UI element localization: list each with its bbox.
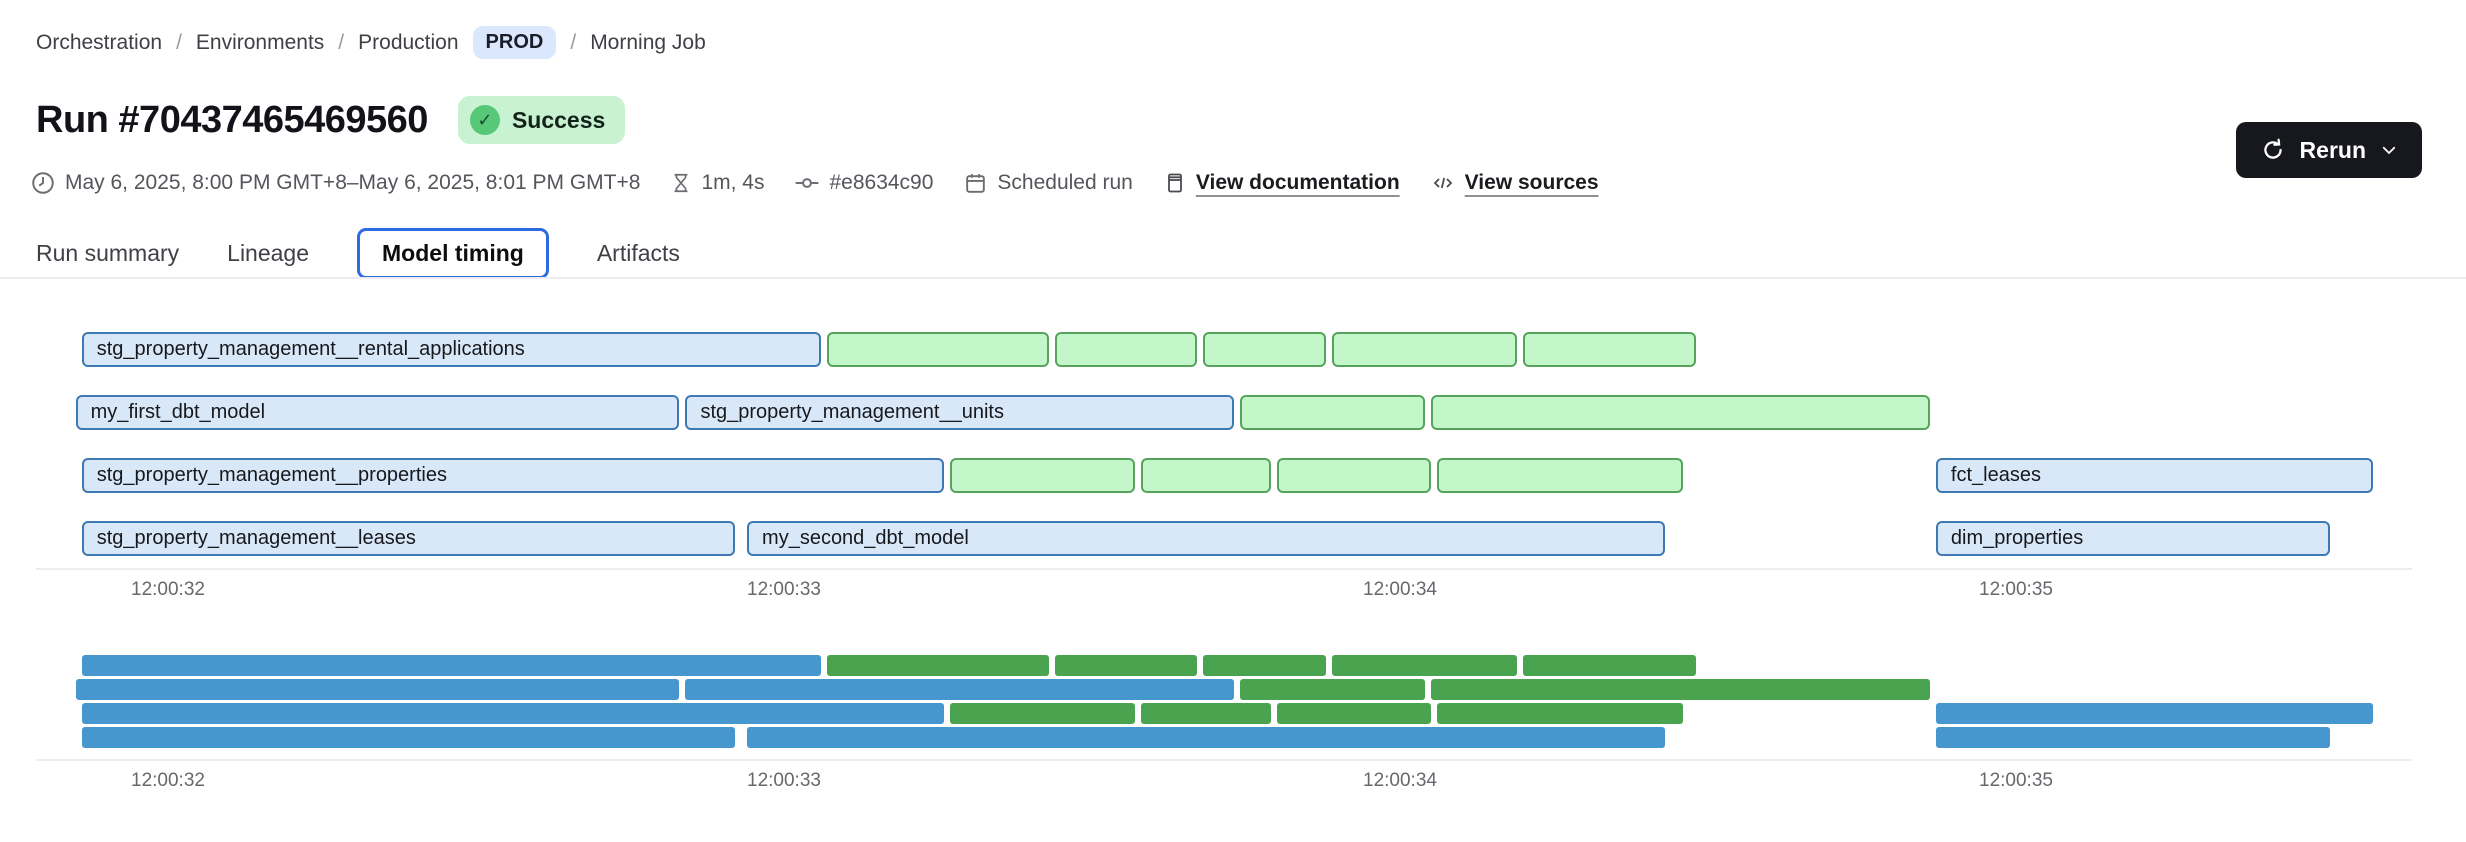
axis-tick-label: 12:00:34 <box>1363 579 1437 600</box>
gantt-bar[interactable] <box>1430 395 1930 430</box>
minimap-bar[interactable] <box>685 679 1234 700</box>
minimap-bar[interactable] <box>81 727 735 748</box>
axis-tick-label: 12:00:35 <box>1979 579 2053 600</box>
axis-tick-label: 12:00:32 <box>131 770 205 791</box>
gantt-bar[interactable]: stg_property_management__leases <box>81 521 735 556</box>
minimap-bar[interactable] <box>1935 727 2331 748</box>
gantt-bar-label: stg_property_management__rental_applicat… <box>96 338 525 360</box>
commit-icon <box>796 178 819 188</box>
minimap-bar[interactable] <box>950 703 1136 724</box>
breadcrumb-separator: / <box>176 30 182 54</box>
gantt-bar[interactable] <box>1202 332 1327 367</box>
gantt-bar-label: stg_property_management__properties <box>96 464 447 486</box>
gantt-bar[interactable] <box>1436 458 1684 493</box>
minimap-bar[interactable] <box>1141 703 1271 724</box>
minimap-bar[interactable] <box>1430 679 1930 700</box>
refresh-icon <box>2263 138 2282 159</box>
minimap-bar[interactable] <box>1202 655 1327 676</box>
view-sources-link-item: View sources <box>1430 171 1599 195</box>
gantt-bar-label: stg_property_management__units <box>700 401 1004 423</box>
gantt-bar-label: my_second_dbt_model <box>762 527 969 549</box>
tabs-divider <box>0 277 2466 279</box>
gantt-bar[interactable] <box>1239 395 1425 430</box>
axis-tick-label: 12:00:33 <box>747 770 821 791</box>
gantt-bar[interactable]: fct_leases <box>1935 458 2374 493</box>
gantt-bar[interactable]: stg_property_management__rental_applicat… <box>81 332 821 367</box>
title-row: Run #70437465469560 ✓ Success <box>36 96 626 144</box>
tab-lineage[interactable]: Lineage <box>227 240 310 266</box>
rerun-button-label: Rerun <box>2299 136 2366 163</box>
gantt-bar[interactable]: stg_property_management__units <box>685 395 1234 430</box>
axis-line <box>36 759 2412 761</box>
gantt-bar[interactable] <box>1141 458 1271 493</box>
minimap-bar[interactable] <box>747 727 1665 748</box>
rerun-button[interactable]: Rerun <box>2235 122 2422 178</box>
minimap-bar[interactable] <box>81 655 821 676</box>
gantt-bar[interactable]: dim_properties <box>1935 521 2331 556</box>
gantt-bar[interactable] <box>1055 332 1197 367</box>
clock-icon <box>32 172 54 194</box>
tab-bar: Run summary Lineage Model timing Artifac… <box>36 228 680 279</box>
status-badge-label: Success <box>511 106 606 133</box>
axis-tick-label: 12:00:33 <box>747 579 821 600</box>
axis-tick-label: 12:00:34 <box>1363 770 1437 791</box>
minimap-bar[interactable] <box>75 679 680 700</box>
breadcrumb-production[interactable]: Production <box>358 30 459 54</box>
breadcrumb-separator: / <box>338 30 345 54</box>
tab-run-summary[interactable]: Run summary <box>36 240 180 266</box>
run-time-range: May 6, 2025, 8:00 PM GMT+8–May 6, 2025, … <box>30 170 640 196</box>
hourglass-icon <box>675 173 688 193</box>
tab-artifacts[interactable]: Artifacts <box>596 240 680 266</box>
run-meta-row: May 6, 2025, 8:00 PM GMT+8–May 6, 2025, … <box>30 170 1599 196</box>
breadcrumb-job[interactable]: Morning Job <box>590 30 706 54</box>
breadcrumb: Orchestration / Environments / Productio… <box>36 26 706 59</box>
calendar-icon <box>966 173 986 193</box>
minimap-bar[interactable] <box>1332 655 1518 676</box>
gantt-bar-label: my_first_dbt_model <box>90 401 266 423</box>
breadcrumb-orchestration[interactable]: Orchestration <box>36 30 163 54</box>
axis-line <box>36 568 2412 570</box>
gantt-bar[interactable] <box>1332 332 1518 367</box>
minimap-bar[interactable] <box>1436 703 1684 724</box>
axis-tick-label: 12:00:32 <box>131 579 205 600</box>
gantt-bar-label: stg_property_management__leases <box>96 527 416 549</box>
view-documentation-link-item: View documentation <box>1163 170 1400 196</box>
gantt-bar-label: fct_leases <box>1950 464 2041 486</box>
code-icon <box>1433 177 1452 189</box>
gantt-bar[interactable] <box>1523 332 1696 367</box>
documentation-icon <box>1167 173 1182 193</box>
gantt-bar[interactable]: my_first_dbt_model <box>75 395 680 430</box>
gantt-bar[interactable] <box>950 458 1136 493</box>
gantt-bar-label: dim_properties <box>1950 527 2084 549</box>
breadcrumb-environments[interactable]: Environments <box>195 30 325 54</box>
success-check-icon: ✓ <box>469 105 500 135</box>
view-sources-link[interactable]: View sources <box>1464 171 1599 194</box>
environment-badge: PROD <box>472 26 557 59</box>
chevron-down-icon <box>2382 146 2396 155</box>
minimap-bar[interactable] <box>1055 655 1197 676</box>
gantt-bar[interactable] <box>1276 458 1431 493</box>
run-commit: #e8634c90 <box>794 170 933 196</box>
breadcrumb-separator: / <box>570 30 577 54</box>
page-title: Run #70437465469560 <box>36 98 428 141</box>
minimap-bar[interactable] <box>1523 655 1696 676</box>
view-documentation-link[interactable]: View documentation <box>1195 171 1400 194</box>
run-duration: 1m, 4s <box>670 171 764 195</box>
status-badge: ✓ Success <box>457 96 626 144</box>
minimap-bar[interactable] <box>1935 703 2374 724</box>
minimap-bar[interactable] <box>827 655 1049 676</box>
gantt-bar[interactable]: my_second_dbt_model <box>747 521 1665 556</box>
gantt-bar[interactable] <box>827 332 1049 367</box>
minimap-bar[interactable] <box>81 703 945 724</box>
gantt-bar[interactable]: stg_property_management__properties <box>81 458 945 493</box>
minimap-bar[interactable] <box>1276 703 1431 724</box>
minimap-bar[interactable] <box>1239 679 1425 700</box>
axis-tick-label: 12:00:35 <box>1979 770 2053 791</box>
run-trigger: Scheduled run <box>963 171 1133 196</box>
